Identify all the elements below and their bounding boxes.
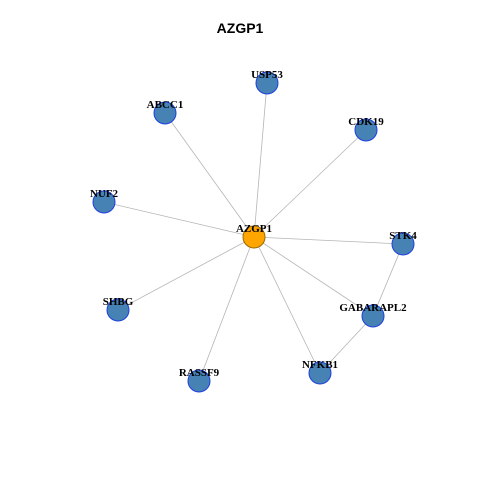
edge-azgp1-shbg — [117, 236, 255, 311]
node-shbg: SHBG — [103, 296, 134, 322]
node-circle-shbg — [106, 298, 130, 322]
node-label-gabarapl2: GABARAPL2 — [339, 302, 407, 314]
edge-azgp1-usp53 — [253, 82, 268, 238]
node-circle-azgp1 — [242, 225, 266, 249]
node-azgp1: AZGP1 — [236, 223, 272, 249]
edge-stk4-gabarapl2 — [372, 243, 404, 317]
edge-azgp1-cdk19 — [253, 129, 367, 238]
edge-gabarapl2-nfkb1 — [319, 315, 374, 374]
node-circle-stk4 — [391, 232, 415, 256]
node-usp53: USP53 — [251, 69, 283, 95]
node-circle-abcc1 — [153, 101, 177, 125]
node-abcc1: ABCC1 — [147, 99, 184, 125]
edge-azgp1-abcc1 — [164, 112, 255, 238]
node-label-nuf2: NUF2 — [90, 188, 119, 200]
edge-azgp1-nuf2 — [103, 201, 255, 238]
node-label-azgp1: AZGP1 — [236, 223, 272, 235]
node-cdk19: CDK19 — [348, 116, 384, 142]
node-circle-nfkb1 — [308, 361, 332, 385]
node-label-abcc1: ABCC1 — [147, 99, 184, 111]
node-circle-rassf9 — [187, 369, 211, 393]
node-circle-usp53 — [255, 71, 279, 95]
node-stk4: STK4 — [389, 230, 417, 256]
edge-layer — [103, 82, 404, 382]
node-nuf2: NUF2 — [90, 188, 119, 214]
node-nfkb1: NFKB1 — [302, 359, 338, 385]
edge-azgp1-nfkb1 — [253, 236, 321, 374]
node-circle-nuf2 — [92, 190, 116, 214]
node-circle-gabarapl2 — [361, 304, 385, 328]
node-label-rassf9: RASSF9 — [179, 367, 220, 379]
edge-azgp1-stk4 — [253, 236, 404, 245]
graph-title: AZGP1 — [216, 20, 264, 36]
node-gabarapl2: GABARAPL2 — [339, 302, 407, 328]
edge-azgp1-rassf9 — [198, 236, 255, 382]
node-label-shbg: SHBG — [103, 296, 134, 308]
node-circle-cdk19 — [354, 118, 378, 142]
edge-azgp1-gabarapl2 — [253, 236, 374, 317]
node-label-stk4: STK4 — [389, 230, 417, 242]
node-label-cdk19: CDK19 — [348, 116, 384, 128]
node-label-usp53: USP53 — [251, 69, 283, 81]
node-label-nfkb1: NFKB1 — [302, 359, 338, 371]
node-rassf9: RASSF9 — [179, 367, 220, 393]
